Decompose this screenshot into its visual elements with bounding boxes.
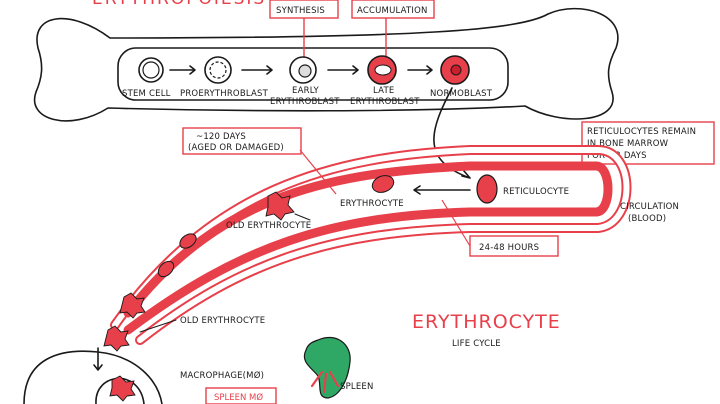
reticulocyte-note-box <box>581 121 715 165</box>
proerythroblast-cell <box>204 56 232 84</box>
accumulation-note-label: ACCUMULATION <box>357 6 428 16</box>
spleen-label: SPLEEN <box>340 382 374 392</box>
arrow-stem-to-pro <box>169 65 196 75</box>
old-erythrocyte-vessel-label: OLD ERYTHROCYTE <box>226 221 311 231</box>
old-erythrocyte-exit-label: OLD ERYTHROCYTE <box>180 316 265 326</box>
macrophage-outline <box>23 350 163 404</box>
reticulocyte-label: RETICULOCYTE <box>503 187 569 197</box>
early-erythroblast-label-line1: EARLY <box>292 86 319 96</box>
reticulocyte-note-line1: RETICULOCYTES REMAIN <box>587 127 696 137</box>
spleen-vessels <box>310 370 340 394</box>
main-subtitle: LIFE CYCLE <box>452 339 501 349</box>
lifespan-pointer-line <box>299 149 337 195</box>
old-erythrocyte-cell-lower <box>119 292 146 319</box>
early-erythroblast-label-line2: ERYTHROBLAST <box>270 97 340 107</box>
circulation-label-line2: (BLOOD) <box>628 214 666 224</box>
normoblast-cell <box>440 55 470 85</box>
maturation-pointer-line <box>441 199 471 247</box>
erythrocyte-cell <box>371 175 395 193</box>
reticulocyte-cell <box>476 174 498 204</box>
proerythroblast-label: PROERYTHROBLAST <box>180 89 269 99</box>
erythrocyte-cell-lower-1 <box>179 233 197 249</box>
lifespan-note-line2: (AGED OR DAMAGED) <box>188 143 284 153</box>
early-erythroblast-cell <box>289 56 317 84</box>
arrow-normoblast-to-reticulocyte <box>433 87 471 179</box>
spleen-organ <box>303 336 351 399</box>
arrow-pro-to-early <box>241 65 273 75</box>
arrow-late-to-normo <box>407 65 433 75</box>
old-erythrocyte-cell <box>265 191 295 221</box>
macrophage-label: MACROPHAGE(MØ) <box>180 370 264 381</box>
arrow-into-macrophage <box>93 347 103 371</box>
title-erythropoiesis-partial: ERYTHROPOIESIS <box>92 0 266 9</box>
spleen-macrophage-label: SPLEEN MØ <box>214 392 263 403</box>
circulation-label-line1: CIRCULATION <box>620 202 679 212</box>
spleen-macrophage-box <box>205 387 277 404</box>
macrophage-engulfed-erythrocyte <box>109 375 136 402</box>
old-erythrocyte-pointer <box>294 213 311 221</box>
accumulation-note-box <box>351 0 435 19</box>
erythrocyte-cell-lower-2 <box>157 260 175 278</box>
lifespan-note-line1: ~120 DAYS <box>196 132 246 142</box>
stem-cell <box>138 57 164 83</box>
blood-vessel <box>110 145 632 345</box>
stem-cell-label: STEM CELL <box>122 89 171 99</box>
old-erythrocyte-exit-pointer <box>139 319 177 333</box>
arrow-reticulocyte-to-erythrocyte <box>413 185 471 195</box>
late-erythroblast-label-line2: ERYTHROBLAST <box>350 97 420 107</box>
erythrocyte-label: ERYTHROCYTE <box>340 199 404 209</box>
late-erythroblast-label-line1: LATE <box>373 86 394 96</box>
synthesis-note-label: SYNTHESIS <box>276 6 325 16</box>
late-erythroblast-cell <box>367 55 397 85</box>
main-title: ERYTHROCYTE <box>412 311 561 333</box>
arrow-early-to-late <box>327 65 359 75</box>
lifespan-note-box <box>182 127 302 155</box>
bone-outline <box>33 7 619 122</box>
old-erythrocyte-cell-exit <box>103 325 130 352</box>
reticulocyte-note-line2: IN BONE MARROW <box>587 139 669 149</box>
maturation-time-label: 24-48 HOURS <box>479 243 539 253</box>
marrow-cavity <box>117 47 509 101</box>
normoblast-label: NORMOBLAST <box>430 89 493 99</box>
